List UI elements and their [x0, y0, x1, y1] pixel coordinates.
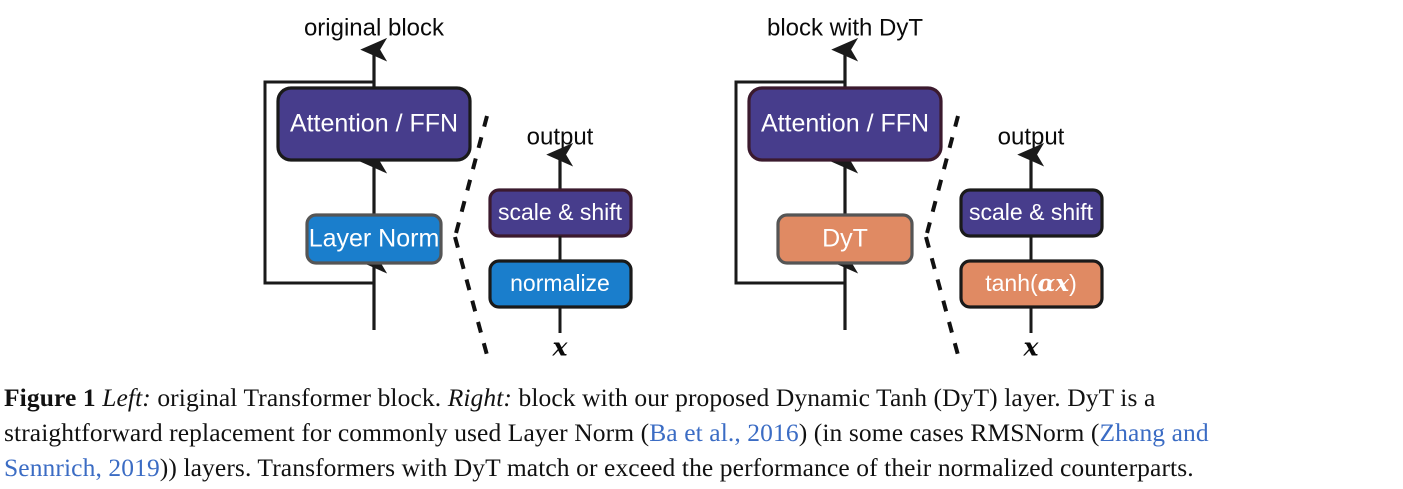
caption-line-3: Sennrich, 2019)) layers. Transformers wi… [4, 450, 1397, 485]
caption-line2-seg1: straightforward replacement for commonly… [4, 418, 650, 447]
caption-right-marker: Right: [447, 383, 513, 412]
citation-zhang-sennrich-2019-part2[interactable]: Sennrich, 2019 [4, 453, 160, 482]
right-dyt-label: DyT [822, 225, 868, 253]
tanh-math-arg: αx [1038, 270, 1070, 297]
caption-left-marker: Left: [102, 383, 151, 412]
caption-figure-label: Figure 1 [4, 383, 96, 412]
panel-right: block with DyT Attention / FFN DyT outpu… [734, 14, 1104, 362]
right-zoom-wedge-lower [924, 236, 960, 356]
left-inset-normalize-label: normalize [510, 270, 610, 296]
right-inset-output-label: output [998, 123, 1065, 150]
right-attention-ffn-box [747, 86, 943, 162]
caption-line2-seg2: ) (in some cases RMSNorm ( [798, 418, 1100, 447]
caption-line-1: Figure 1 Left: original Transformer bloc… [4, 380, 1397, 415]
left-layer-norm-box [305, 213, 443, 265]
right-residual-connection [734, 80, 845, 285]
figure-caption: Figure 1 Left: original Transformer bloc… [0, 380, 1403, 485]
citation-zhang-sennrich-2019-part1[interactable]: Zhang and [1099, 418, 1209, 447]
citation-ba-2016[interactable]: Ba et al., 2016 [649, 418, 799, 447]
right-dyt-box [776, 213, 914, 265]
left-inset-input-label: x [552, 333, 569, 362]
left-attention-ffn-label: Attention / FFN [290, 110, 458, 138]
left-zoom-wedge-lower [453, 236, 489, 356]
caption-line3-seg1: )) layers. Transformers with DyT match o… [159, 453, 1194, 482]
right-inset-tanh-label: tanh(αx) [985, 270, 1077, 297]
caption-line-2: straightforward replacement for commonly… [4, 415, 1397, 450]
tanh-suffix: ) [1069, 270, 1077, 296]
architecture-diagram: original block Attention / FFN Layer Nor… [263, 14, 1104, 362]
left-attention-ffn-box [276, 86, 472, 162]
right-attention-ffn-label: Attention / FFN [761, 110, 929, 138]
panel-left-title: original block [304, 14, 445, 41]
right-inset-scale-shift-label: scale & shift [969, 199, 1094, 225]
caption-line1-seg2: original Transformer block. [150, 383, 448, 412]
left-inset-scale-shift-label: scale & shift [498, 199, 623, 225]
panel-left: original block Attention / FFN Layer Nor… [263, 14, 633, 362]
panel-right-title: block with DyT [767, 14, 923, 41]
left-residual-connection [263, 80, 374, 285]
tanh-prefix: tanh( [985, 270, 1038, 296]
left-inset-output-label: output [527, 123, 594, 150]
caption-line1-seg4: block with our proposed Dynamic Tanh (Dy… [512, 383, 1156, 412]
left-layer-norm-label: Layer Norm [309, 225, 440, 253]
right-inset-input-label: x [1023, 333, 1040, 362]
